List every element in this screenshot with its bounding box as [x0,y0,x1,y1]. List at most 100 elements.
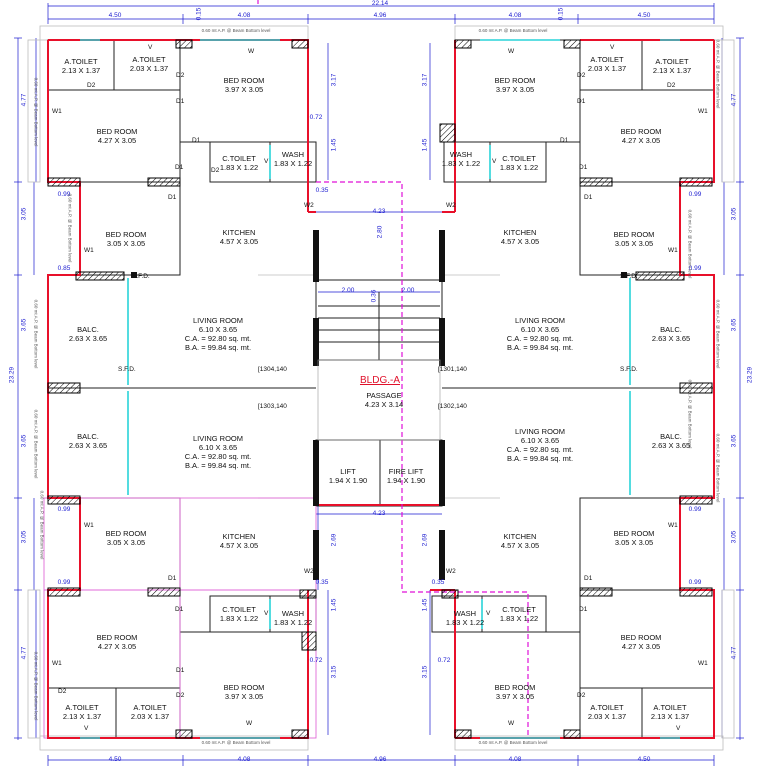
note-beam-left-1: 0.60 mt A.P. @ Beam Bottom level [33,77,39,147]
flat-number-1301: [1301,140 [438,366,467,373]
dim-left-477-bottom: 4.77 [20,646,28,660]
tag-d1-tr-a: D1 [577,98,586,105]
tag-v-tl-b: V [264,158,269,165]
tag-d1-tl-c: D1 [175,164,184,171]
dim-036: 0.36 [370,289,378,303]
tag-v-br-b: V [676,725,681,732]
dim-left-365-top: 3.65 [20,318,28,332]
tag-d2-bl: D2 [176,692,185,699]
dim-top-left: 4.50 [108,12,122,19]
tag-d1-tr-b: D1 [560,137,569,144]
dim-072-tl: 0.72 [309,114,323,121]
dim-280: 2.80 [376,225,384,239]
dim-317-r: 3.17 [421,73,429,87]
dim-035-tl: 0.35 [315,187,329,194]
dim-right-305-top: 3.05 [730,207,738,221]
tag-w2-tr: W2 [446,202,456,209]
dim-left-total: 23.29 [8,366,16,384]
dim-200-r: 2.00 [401,287,415,294]
dim-right-477-top: 4.77 [730,93,738,107]
tag-d2-tl-b: D2 [211,167,220,174]
tag-d2-br: D2 [577,692,586,699]
tag-w1-br-b: W1 [698,660,708,667]
tag-v-bl: V [264,610,269,617]
flat-number-1302: [1302,140 [438,403,467,410]
room-balc-tl: BALC.2.63 X 3.65 [68,325,108,343]
dim-overall: 22.14 [371,0,389,7]
dim-right-365-top: 3.65 [730,318,738,332]
tag-sfd-tr: S.F.D. [620,366,638,373]
dim-072-br: 0.72 [437,657,451,664]
flat-number-1304: [1304,140 [258,366,287,373]
note-beam-right-4: 0.60 mt A.P. @ Beam Bottom level [687,379,693,449]
tag-w1-bl-b: W1 [52,660,62,667]
dim-top-center: 4.96 [373,12,387,19]
hatched-columns [47,39,713,739]
tag-d2-tl-c: D2 [87,82,96,89]
dim-bottom-left: 4.50 [108,756,122,763]
dim-423-bottom: 4.23 [372,510,386,517]
dim-right-305-bottom: 3.05 [730,530,738,544]
tag-w1-tr: W1 [698,108,708,115]
dim-269-r: 2.69 [421,533,429,547]
dim-145-br: 1.45 [421,598,429,612]
tag-d1-tl-a: D1 [176,98,185,105]
dim-317-l: 3.17 [330,73,338,87]
tag-d2-tr: D2 [577,72,586,79]
note-beam-left-5: 0.60 mt A.P. @ Beam Bottom level [39,490,45,560]
dim-099-br2: 0.99 [688,579,702,586]
tag-d2-tr-c: D2 [667,82,676,89]
dim-035-bl: 0.35 [315,579,329,586]
tag-d1-bl-c: D1 [176,667,185,674]
dim-top-right: 4.50 [637,12,651,19]
note-beam-bottom-right: 0.60 mt A.P. @ Beam Bottom level [478,740,548,745]
dim-099-bl2: 0.99 [57,579,71,586]
tag-w2-br: W2 [446,568,456,575]
note-beam-bottom-left: 0.60 mt A.P. @ Beam Bottom level [201,740,271,745]
building-title: BLDG.-A [359,375,401,386]
tag-w-tr: W [508,48,515,55]
dashed-boundary [257,0,529,738]
note-beam-right-2: 0.60 mt A.P. @ Beam Bottom level [687,209,693,279]
tag-d2-tl: D2 [176,72,185,79]
dim-099-tl: 0.99 [57,191,71,198]
dim-left-305-top: 3.05 [20,207,28,221]
dim-left-365-bottom: 3.65 [20,434,28,448]
tag-d1-bl-a: D1 [168,575,177,582]
tag-v-br: V [486,610,491,617]
dim-099-bl: 0.99 [57,506,71,513]
solid-walls [131,230,627,580]
dim-072-bl: 0.72 [309,657,323,664]
dim-145-l: 1.45 [330,138,338,152]
dim-right-365-bottom: 3.65 [730,434,738,448]
tag-w1-tl-b: W1 [84,247,94,254]
flat-number-1303: [1303,140 [258,403,287,410]
tag-sfd-tl-b: S.F.D. [118,366,136,373]
tag-d1-tl-b: D1 [192,137,201,144]
dim-bottom-mid-right: 4.08 [508,756,522,763]
dim-099-tr: 0.99 [688,191,702,198]
room-balc-bl: BALC.2.63 X 3.65 [68,432,108,450]
dim-right-total: 23.29 [746,366,754,384]
tag-d1-br-b: D1 [579,606,588,613]
